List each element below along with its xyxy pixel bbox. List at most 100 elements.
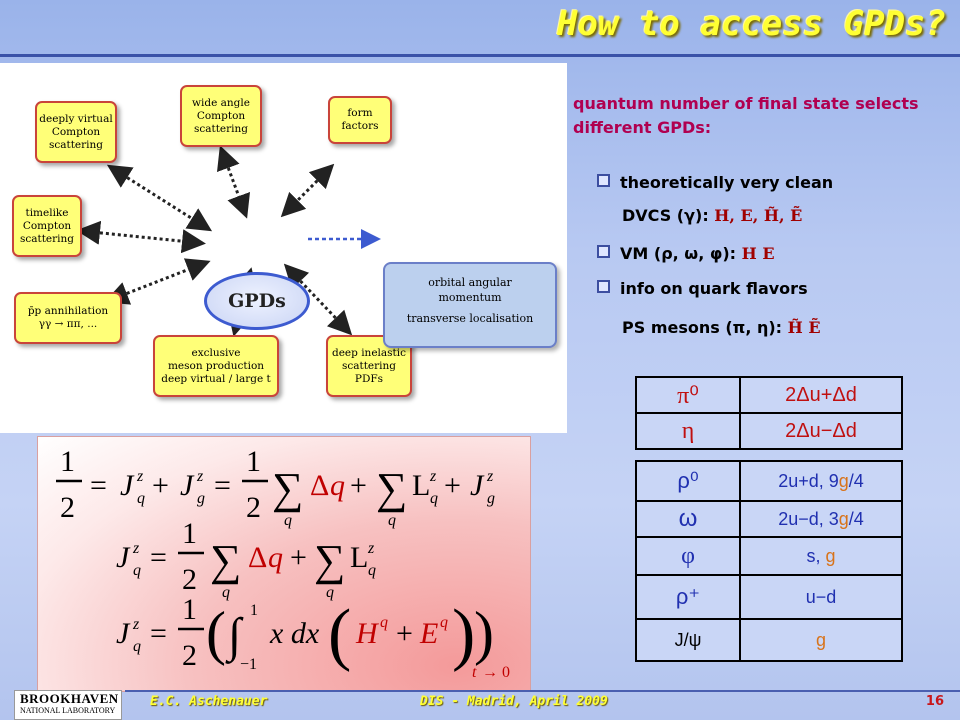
table-row: π⁰ 2Δu+Δd	[635, 376, 903, 414]
svg-text:q: q	[430, 490, 438, 507]
flavors-text: info on quark flavors	[620, 279, 808, 298]
gluon-text: g	[838, 508, 849, 529]
gluon-text: g	[838, 470, 849, 491]
svg-text:=: =	[150, 541, 167, 574]
svg-text:+: +	[290, 541, 307, 574]
svg-text:q: q	[368, 562, 376, 579]
svg-text:q: q	[222, 584, 230, 601]
meson-cell: ρ⁺	[635, 574, 741, 620]
arrow-ann	[104, 258, 211, 305]
svg-text:q: q	[326, 584, 334, 601]
svg-text:L: L	[412, 469, 430, 502]
logo-line-2: NATIONAL LABORATORY	[20, 706, 116, 715]
box-form-factors: form factors	[328, 96, 392, 144]
svg-text:∑: ∑	[210, 536, 241, 585]
svg-text:z: z	[132, 540, 140, 557]
svg-text:q: q	[380, 614, 388, 631]
box-dvcs: deeply virtual Compton scattering	[35, 101, 117, 163]
svg-text:q: q	[137, 490, 145, 507]
ps-meson-table: π⁰ 2Δu+Δd η 2Δu−Δd	[635, 376, 903, 450]
svg-text:z: z	[367, 540, 375, 557]
bullet-clean: theoretically very clean	[597, 173, 833, 192]
bullet-vm: VM (ρ, ω, φ): H E	[597, 244, 775, 263]
svg-text:∑: ∑	[272, 464, 303, 513]
box-wacs: wide angle Compton scattering	[180, 85, 262, 147]
spin-sum-formula-panel: 1 2 = J z q + J z g = 1 2 ∑ q Δ q + ∑ q …	[37, 436, 531, 692]
orbital-line3: transverse localisation	[406, 312, 534, 325]
box-tcs: timelike Compton scattering	[12, 195, 82, 257]
diagram-arrows	[76, 145, 381, 337]
svg-text:=: =	[90, 469, 107, 502]
svg-text:z: z	[429, 468, 437, 485]
svg-text:2: 2	[246, 491, 261, 524]
svg-text:(: (	[328, 596, 351, 673]
combo-cell: 2Δu−Δd	[739, 412, 903, 450]
svg-text:2: 2	[182, 639, 197, 672]
svg-text:=: =	[150, 617, 167, 650]
gluon-text: g	[825, 545, 836, 566]
box-tcs-label: timelike Compton scattering	[19, 206, 75, 245]
box-wacs-label: wide angle Compton scattering	[192, 96, 250, 135]
flavor-text: s,	[806, 545, 826, 566]
table-row: φ s, g	[635, 536, 903, 576]
bullet-dvcs-line: DVCS (γ): H, E, H̃, Ẽ	[622, 206, 802, 225]
svg-text:1: 1	[182, 593, 197, 626]
svg-text:1: 1	[182, 517, 197, 550]
arrow-dis	[283, 263, 353, 336]
arrow-tcs	[76, 220, 206, 254]
brookhaven-logo: BROOKHAVEN NATIONAL LABORATORY	[14, 690, 122, 720]
meson-cell: ω	[635, 500, 741, 538]
box-exclusive: exclusive meson production deep virtual …	[153, 335, 279, 397]
vm-label: VM (ρ, ω, φ):	[620, 244, 742, 263]
meson-cell: J/ψ	[635, 618, 741, 662]
svg-text:q: q	[268, 541, 283, 574]
page-number: 16	[925, 694, 944, 709]
table-row: J/ψ g	[635, 618, 903, 662]
intro-text: quantum number of final state selects di…	[573, 94, 919, 137]
svg-text:q: q	[133, 562, 141, 579]
svg-text:J: J	[120, 469, 135, 502]
flavor-text: 2u+d, 9	[778, 470, 839, 491]
slide-title: How to access GPDs?	[557, 4, 946, 44]
svg-text:z: z	[486, 468, 494, 485]
svg-text:+: +	[444, 469, 461, 502]
svg-text:q: q	[440, 614, 448, 631]
svg-text:t: t	[472, 664, 477, 681]
svg-text:J: J	[180, 469, 195, 502]
svg-text:Δ: Δ	[310, 469, 329, 502]
ps-label: PS mesons (π, η):	[622, 318, 788, 337]
flavor-cell: 2u−d, 3g/4	[739, 500, 903, 538]
meson-cell: π⁰	[635, 376, 741, 414]
svg-text:(: (	[206, 600, 226, 666]
dvcs-gpds: H, E, H̃, Ẽ	[714, 206, 803, 225]
svg-text:q: q	[388, 512, 396, 529]
flavor-text: 2u−d, 3	[778, 508, 839, 529]
gpd-diagram: deeply virtual Compton scattering wide a…	[0, 63, 567, 433]
svg-text:g: g	[487, 490, 495, 507]
svg-text:1: 1	[250, 602, 258, 619]
svg-text:): )	[452, 596, 475, 673]
box-excl-label: exclusive meson production deep virtual …	[161, 346, 271, 385]
vm-meson-table: ρ⁰ 2u+d, 9g/4 ω 2u−d, 3g/4 φ s, g ρ⁺ u−d…	[635, 460, 903, 662]
box-dis-label: deep inelastic scattering PDFs	[331, 346, 406, 385]
svg-text:2: 2	[60, 491, 75, 524]
dvcs-label: DVCS (γ):	[622, 206, 715, 225]
svg-text:J: J	[470, 469, 485, 502]
equation-2: J z q = 1 2 ∑ q Δ q + ∑ q L z q	[116, 517, 376, 601]
bullet-square-icon	[597, 245, 610, 258]
svg-text:+: +	[396, 617, 413, 650]
orbital-line1: orbital angular	[428, 276, 512, 289]
ps-gpds: H̃ Ẽ	[787, 318, 821, 337]
meson-cell: ρ⁰	[635, 460, 741, 502]
svg-text:z: z	[136, 468, 144, 485]
flavor-cell: u−d	[739, 574, 903, 620]
svg-text:∑: ∑	[376, 464, 407, 513]
svg-text:→ 0: → 0	[482, 664, 510, 681]
footer-rule	[125, 690, 960, 692]
table-row: η 2Δu−Δd	[635, 412, 903, 450]
svg-text:q: q	[330, 469, 345, 502]
bullet-flavors: info on quark flavors	[597, 279, 808, 298]
svg-text:L: L	[350, 541, 368, 574]
svg-text:x dx: x dx	[269, 617, 320, 650]
gluon-cell: g	[739, 618, 903, 662]
